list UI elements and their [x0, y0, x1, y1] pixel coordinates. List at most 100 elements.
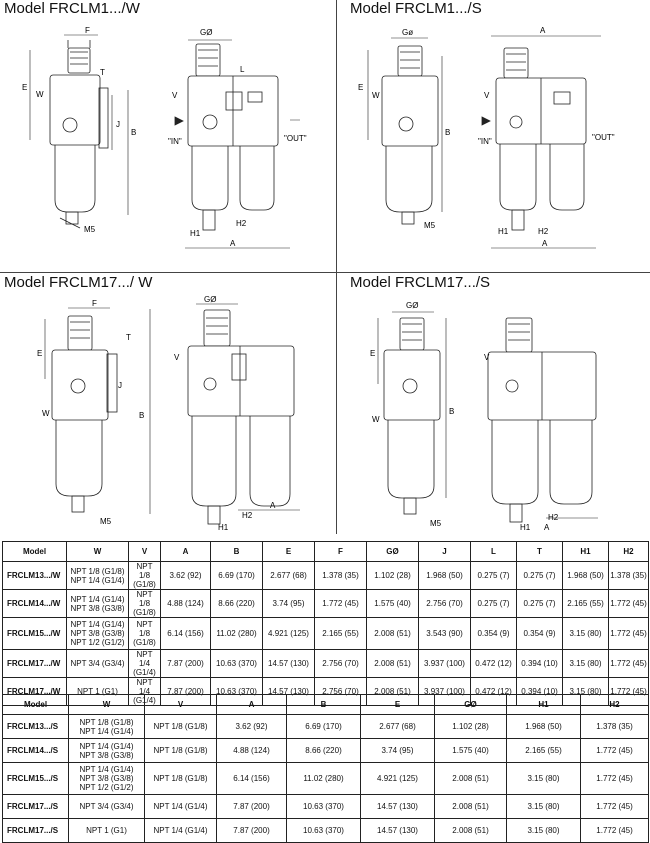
dim-label-t: T [126, 333, 131, 342]
table-cell-e: 14.57 (130) [262, 649, 315, 678]
table-cell-b: 8.66 (220) [210, 589, 263, 618]
table-cell-h1: 1.968 (50) [506, 714, 581, 739]
table-cell-b: 11.02 (280) [286, 762, 361, 795]
panel-frclm1-w: Model FRCLM1.../W F T E W [0, 0, 336, 272]
cell-line: NPT 1/4 [136, 678, 153, 696]
table-cell-model: FRCLM13.../W [2, 561, 67, 590]
dim-label-e: E [22, 83, 27, 92]
dim-label-m5: M5 [430, 519, 442, 528]
dim-label-a: A [544, 523, 550, 532]
panel-divider-vertical-bottom [336, 272, 337, 534]
table-cell-h2: 1.378 (35) [608, 561, 649, 590]
column-header: W [66, 541, 129, 562]
cell-line: NPT 1 (G1) [77, 687, 118, 696]
table-cell-h2: 1.772 (45) [580, 818, 649, 843]
dim-label-a-top: A [540, 26, 546, 35]
table-cell-a: 4.88 (124) [216, 738, 287, 763]
table-cell-g: 1.102 (28) [434, 714, 507, 739]
table-cell-l: 0.472 (12) [470, 649, 517, 678]
dim-label-v: V [172, 91, 178, 100]
column-header: B [286, 694, 361, 715]
dim-label-a: A [230, 239, 236, 248]
column-header: E [360, 694, 435, 715]
table-cell-w: NPT 1/4 (G1/4)NPT 3/8 (G3/8)NPT 1/2 (G1/… [68, 762, 145, 795]
labels-frclm1-s: Gø E W B M5 A V "IN" "OUT" H1 H2 A [358, 26, 615, 248]
table-cell-t: 0.275 (7) [516, 589, 563, 618]
cell-line: NPT 1 (G1) [86, 826, 127, 835]
table-cell-a: 6.14 (156) [216, 762, 287, 795]
table-cell-h1: 1.968 (50) [562, 561, 609, 590]
table-cell-g: 2.008 (51) [434, 818, 507, 843]
dim-label-m5: M5 [100, 517, 112, 526]
table-cell-g: 1.575 (40) [434, 738, 507, 763]
table-cell-w: NPT 3/4 (G3/4) [68, 794, 145, 819]
table-cell-e: 3.74 (95) [360, 738, 435, 763]
dim-label-m5: M5 [84, 225, 96, 234]
cell-line: NPT 1/4 (G1/4) [79, 765, 134, 774]
column-header: T [516, 541, 563, 562]
table-cell-g: 2.008 (51) [366, 649, 419, 678]
table-cell-j: 2.756 (70) [418, 589, 471, 618]
cell-line: (G1/8) [133, 580, 156, 589]
table-cell-f: 2.756 (70) [314, 649, 367, 678]
table-cell-a: 7.87 (200) [160, 649, 211, 678]
label-in: "IN" [168, 137, 182, 146]
column-header: Model [2, 694, 69, 715]
table-cell-w: NPT 1/4 (G1/4)NPT 3/8 (G3/8) [68, 738, 145, 763]
dim-label-h1: H1 [520, 523, 531, 532]
drawing-frclm1-w [29, 34, 300, 249]
dim-label-w: W [36, 90, 44, 99]
dim-label-h2: H2 [538, 227, 549, 236]
labels-frclm17-s: GØ E W B M5 V H1 H2 A [370, 301, 559, 532]
dim-label-w: W [42, 409, 50, 418]
dim-label-h1: H1 [190, 229, 201, 238]
table-cell-b: 6.69 (170) [286, 714, 361, 739]
dim-label-g: GØ [200, 28, 212, 37]
table-cell-model: FRCLM14.../W [2, 589, 67, 618]
table-cell-t: 0.354 (9) [516, 617, 563, 650]
cell-line: NPT 1/8 [136, 562, 153, 580]
table-cell-model: FRCLM14.../S [2, 738, 69, 763]
table-cell-e: 2.677 (68) [360, 714, 435, 739]
table-cell-h2: 1.772 (45) [608, 649, 649, 678]
table-cell-g: 2.008 (51) [434, 762, 507, 795]
table-cell-e: 2.677 (68) [262, 561, 315, 590]
cell-line: NPT 3/4 (G3/4) [70, 659, 125, 668]
table-cell-model: FRCLM15.../S [2, 762, 69, 795]
table-cell-b: 10.63 (370) [210, 649, 263, 678]
table-cell-w: NPT 1 (G1) [68, 818, 145, 843]
table-cell-f: 1.378 (35) [314, 561, 367, 590]
table-cell-e: 3.74 (95) [262, 589, 315, 618]
cell-line: NPT 1/4 (G1/4) [70, 575, 125, 585]
column-header: H2 [608, 541, 649, 562]
column-header: Model [2, 541, 67, 562]
dim-label-a: A [542, 239, 548, 248]
cell-line: NPT 1/8 [136, 620, 153, 638]
cell-line: NPT 3/8 (G3/8) [70, 629, 125, 638]
dim-label-h2: H2 [236, 219, 247, 228]
table-cell-a: 7.87 (200) [216, 818, 287, 843]
cell-line: NPT 1/8 [136, 590, 153, 608]
cell-line: NPT 1/8 (G1/8) [79, 717, 134, 727]
panel-divider-vertical-top [336, 0, 337, 272]
table-row: FRCLM13.../W NPT 1/8 (G1/8) NPT 1/4 (G1/4)… [2, 561, 649, 590]
cell-line: NPT 1/2 (G1/2) [79, 783, 134, 792]
table-cell-b: 10.63 (370) [286, 818, 361, 843]
table-cell-w: NPT 3/4 (G3/4) [66, 649, 129, 678]
cell-line: NPT 1/4 (G1/4) [70, 594, 125, 604]
table-cell-a: 4.88 (124) [160, 589, 211, 618]
dim-label-a: A [270, 501, 276, 510]
table-cell-model: FRCLM17.../S [2, 794, 69, 819]
table-cell-w: NPT 1/4 (G1/4)NPT 3/8 (G3/8) [66, 589, 129, 618]
table-cell-e: 4.921 (125) [360, 762, 435, 795]
table-cell-t: 0.394 (10) [516, 649, 563, 678]
table-cell-v: NPT 1/8 (G1/8) [144, 762, 217, 795]
